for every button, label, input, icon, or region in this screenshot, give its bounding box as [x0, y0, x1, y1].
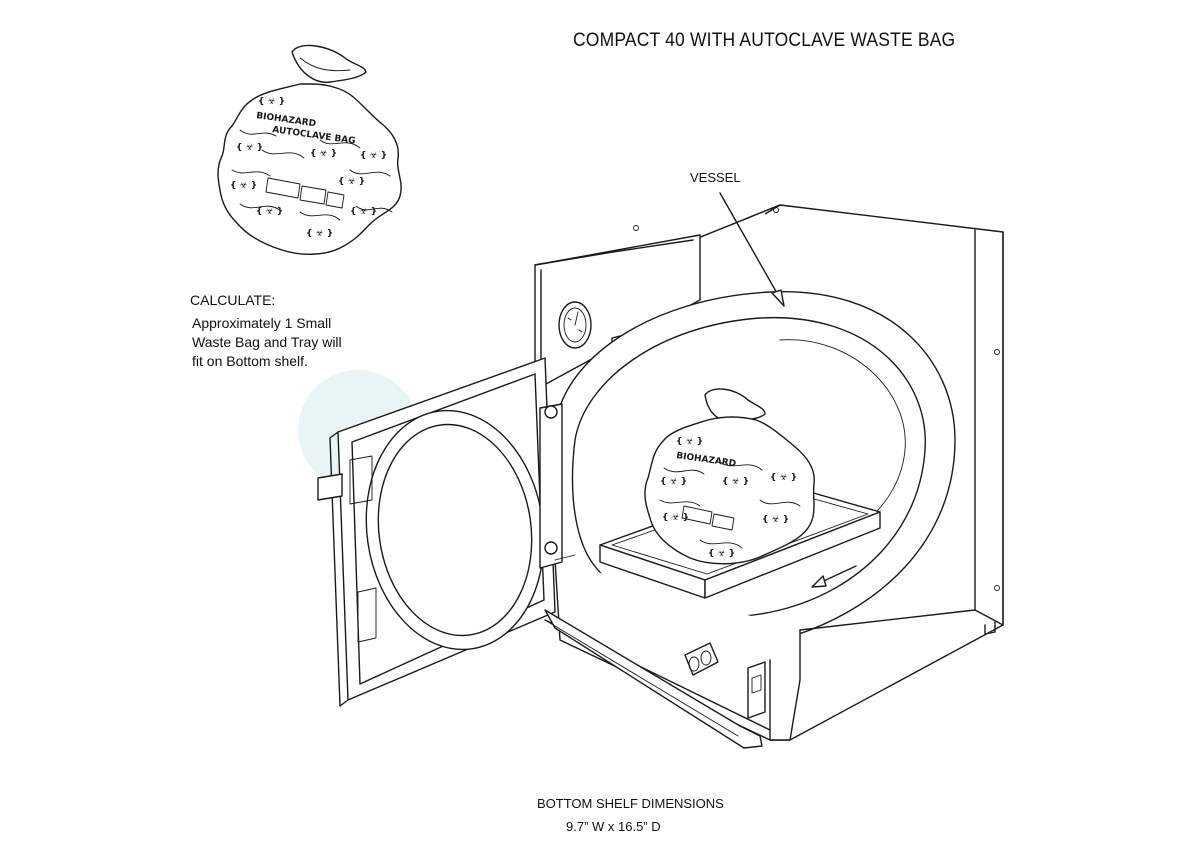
svg-text:{ ☣ }: { ☣ } [236, 143, 263, 153]
waste-bag-illustration: { ☣ } { ☣ } { ☣ } { ☣ } { ☣ } { ☣ } { ☣ … [217, 44, 402, 255]
calculate-line: fit on Bottom shelf. [192, 353, 308, 369]
vessel-label: VESSEL [690, 170, 741, 185]
svg-text:{ ☣ }: { ☣ } [770, 473, 797, 483]
svg-text:{ ☣ }: { ☣ } [676, 437, 703, 447]
svg-text:{ ☣ }: { ☣ } [708, 549, 735, 559]
bottom-shelf-dimensions: 9.7” W x 16.5” D [566, 819, 661, 834]
svg-text:{ ☣ }: { ☣ } [360, 151, 387, 161]
gauge-icon [558, 301, 592, 349]
waste-bag-in-vessel: { ☣ } { ☣ } { ☣ } { ☣ } { ☣ } { ☣ } { ☣ … [644, 388, 815, 565]
svg-text:{ ☣ }: { ☣ } [662, 513, 689, 523]
svg-text:{ ☣ }: { ☣ } [256, 207, 283, 217]
svg-text:{ ☣ }: { ☣ } [230, 181, 257, 191]
autoclave-illustration: { ☣ } { ☣ } { ☣ } { ☣ } { ☣ } { ☣ } { ☣ … [317, 192, 1004, 749]
svg-text:{ ☣ }: { ☣ } [722, 477, 749, 487]
calculate-line: Waste Bag and Tray will [192, 334, 342, 350]
svg-text:{ ☣ }: { ☣ } [338, 177, 365, 187]
arrow-left-icon [811, 565, 857, 588]
svg-text:{ ☣ }: { ☣ } [310, 149, 337, 159]
svg-text:{ ☣ }: { ☣ } [660, 477, 687, 487]
svg-text:{ ☣ }: { ☣ } [258, 97, 285, 107]
calculate-line: Approximately 1 Small [192, 315, 332, 331]
svg-text:{ ☣ }: { ☣ } [350, 207, 377, 217]
calculate-heading: CALCULATE: [190, 292, 276, 308]
bottom-shelf-heading: BOTTOM SHELF DIMENSIONS [537, 796, 724, 811]
svg-text:{ ☣ }: { ☣ } [306, 229, 333, 239]
svg-text:{ ☣ }: { ☣ } [762, 515, 789, 525]
diagram-title: COMPACT 40 WITH AUTOCLAVE WASTE BAG [573, 30, 956, 51]
